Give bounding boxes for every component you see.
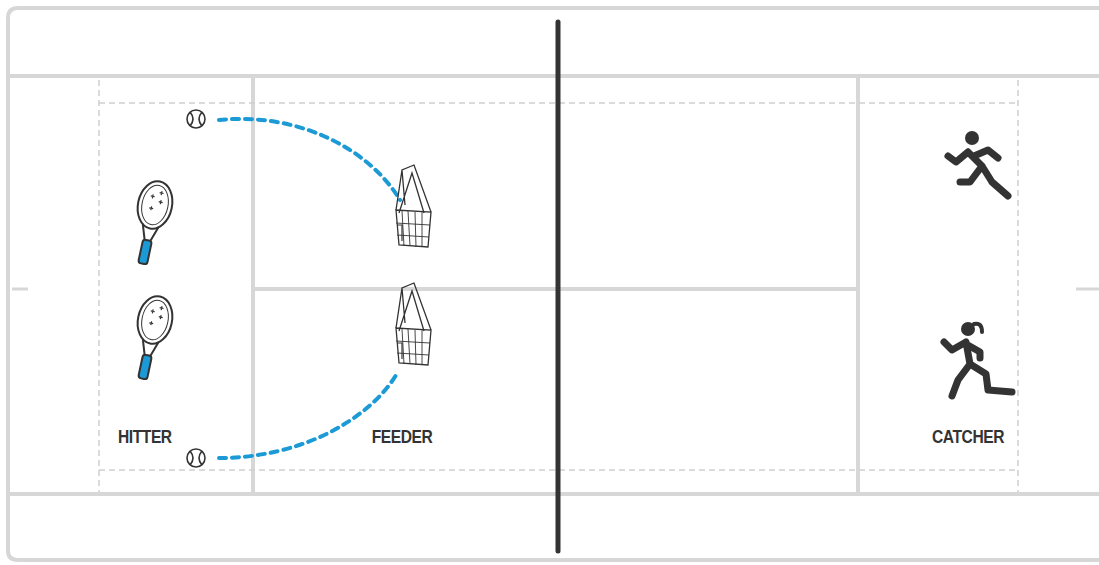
racket-rim — [138, 298, 172, 343]
court-lines — [8, 8, 1099, 560]
ball-basket — [396, 283, 431, 365]
tennis-ball — [187, 110, 205, 128]
ball — [187, 110, 205, 128]
tennis-racket — [126, 178, 177, 267]
runner-icon — [944, 322, 1012, 396]
service-line — [856, 76, 860, 494]
racket-handle — [138, 239, 152, 264]
sideline — [8, 492, 1099, 496]
runner-body — [944, 342, 1012, 396]
basket-handle — [396, 165, 431, 213]
center-mark — [1076, 288, 1099, 291]
court-outline — [8, 8, 1099, 560]
basket-wire — [396, 329, 430, 365]
rackets — [126, 178, 177, 382]
string-mark — [158, 315, 163, 320]
tennis-racket — [126, 293, 177, 382]
service-line — [251, 76, 255, 494]
racket-rim — [138, 183, 172, 228]
runner-head — [965, 131, 979, 145]
runner-body — [948, 150, 1008, 196]
basket-body — [396, 328, 431, 365]
role-label: HITTER — [118, 426, 172, 448]
runner-ponytail — [974, 324, 982, 332]
string-mark — [149, 321, 154, 326]
net — [556, 22, 561, 551]
center-mark — [12, 288, 28, 291]
racket-throat — [140, 224, 159, 242]
string-mark — [150, 194, 155, 199]
feed-arc — [219, 372, 398, 458]
ball-basket — [396, 165, 431, 247]
basket-latch — [398, 225, 402, 241]
ball-path — [219, 119, 400, 458]
ball-seam — [190, 451, 202, 465]
role-label: CATCHER — [932, 426, 1004, 448]
runner-icon — [948, 131, 1008, 196]
racket-handle — [138, 354, 152, 379]
ball — [187, 449, 205, 467]
string-mark — [149, 206, 154, 211]
racket-head — [133, 178, 176, 232]
zone-line — [98, 80, 100, 492]
basket-body — [396, 210, 431, 247]
string-mark — [159, 306, 164, 311]
ball-seam — [190, 112, 202, 126]
role-label: FEEDER — [372, 426, 433, 448]
string-mark — [158, 200, 163, 205]
string-mark — [159, 191, 164, 196]
basket-latch — [398, 343, 402, 359]
tennis-ball — [187, 449, 205, 467]
string-mark — [150, 309, 155, 314]
baskets — [396, 165, 431, 365]
racket-throat — [140, 339, 159, 357]
basket-handle — [396, 283, 431, 331]
sideline — [8, 74, 1099, 78]
zone-line — [1017, 80, 1019, 492]
feed-arc — [219, 119, 400, 200]
basket-wire — [396, 211, 430, 247]
racket-head — [133, 293, 176, 347]
